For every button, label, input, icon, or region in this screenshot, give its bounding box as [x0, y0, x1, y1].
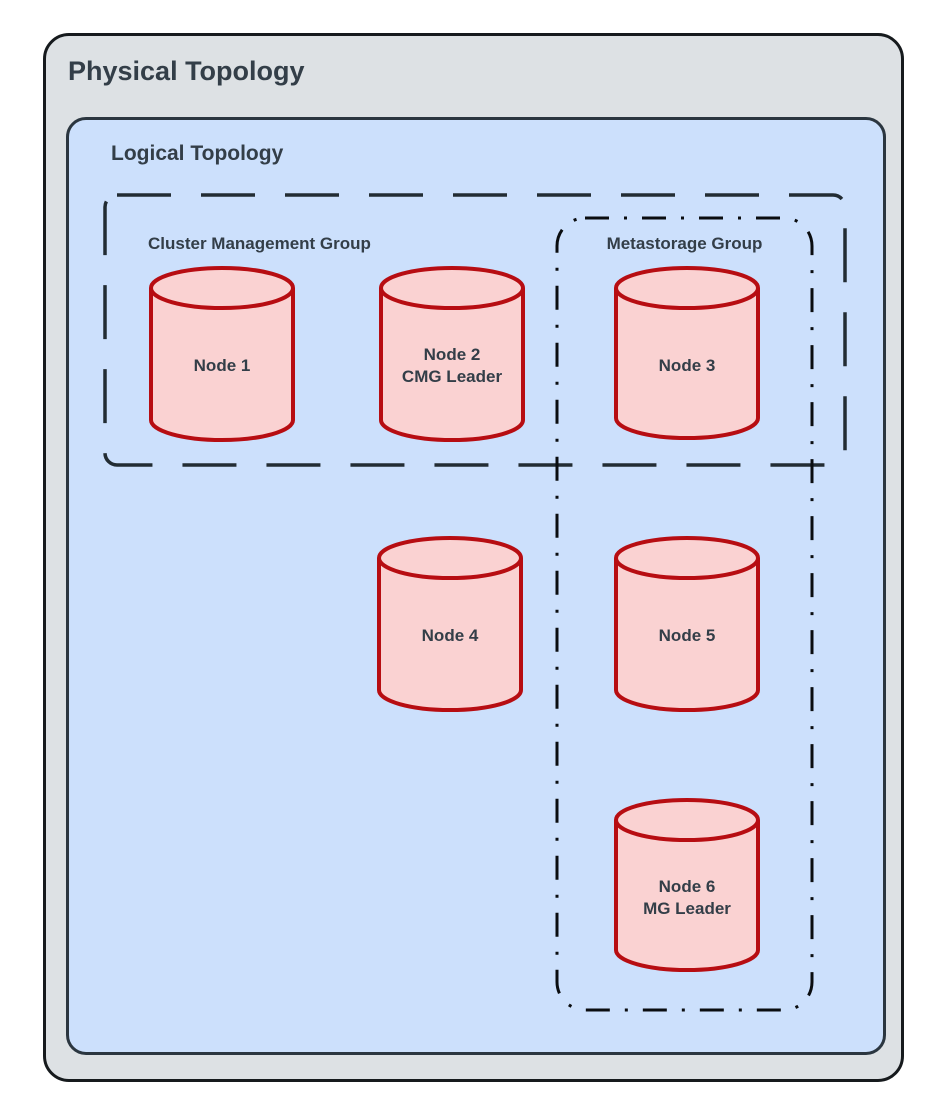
node-4-cylinder — [377, 536, 523, 712]
node-6-cylinder-top — [614, 798, 760, 842]
node-3-cylinder-top — [614, 266, 760, 310]
node-4-cylinder-body — [377, 558, 523, 712]
node-3-cylinder — [614, 266, 760, 440]
node-3-label-text: Node 3 — [658, 356, 716, 375]
node-1-label-text: Node 1 — [193, 356, 251, 375]
node-4-label-text: Node 4 — [421, 626, 479, 645]
node-5-cylinder-top — [614, 536, 760, 580]
node-6-cylinder — [614, 798, 760, 972]
node-2-sublabel-text: CMG Leader — [401, 367, 503, 386]
cluster-management-group-title: Cluster Management Group — [148, 234, 371, 253]
node-1-cylinder — [149, 266, 295, 442]
cluster-management-group-border — [103, 193, 847, 467]
node-3-label: Node 3 — [616, 330, 758, 402]
node-5-cylinder — [614, 536, 760, 712]
node-6-label: Node 6 MG Leader — [616, 862, 758, 934]
node-2-label-text: Node 2 — [423, 345, 481, 364]
node-1-cylinder-body — [149, 288, 295, 442]
node-2-label: Node 2 CMG Leader — [381, 330, 523, 402]
node-2-cylinder-top — [379, 266, 525, 310]
node-1-cylinder-top — [149, 266, 295, 310]
node-6-label-text: Node 6 — [658, 877, 716, 896]
node-1-label: Node 1 — [151, 330, 293, 402]
node-4-cylinder-top — [377, 536, 523, 580]
physical-topology-title: Physical Topology — [68, 56, 305, 86]
node-2-cylinder-body — [379, 288, 525, 442]
metastorage-group-border — [555, 216, 814, 1012]
node-6-cylinder-body — [614, 820, 760, 972]
node-5-label-text: Node 5 — [658, 626, 716, 645]
node-5-label: Node 5 — [616, 600, 758, 672]
node-2-cylinder — [379, 266, 525, 442]
node-5-cylinder-body — [614, 558, 760, 712]
node-3-cylinder-body — [614, 288, 760, 440]
logical-topology-title: Logical Topology — [111, 142, 284, 165]
metastorage-group-title: Metastorage Group — [606, 234, 763, 253]
node-4-label: Node 4 — [379, 600, 521, 672]
node-6-sublabel-text: MG Leader — [643, 899, 731, 918]
